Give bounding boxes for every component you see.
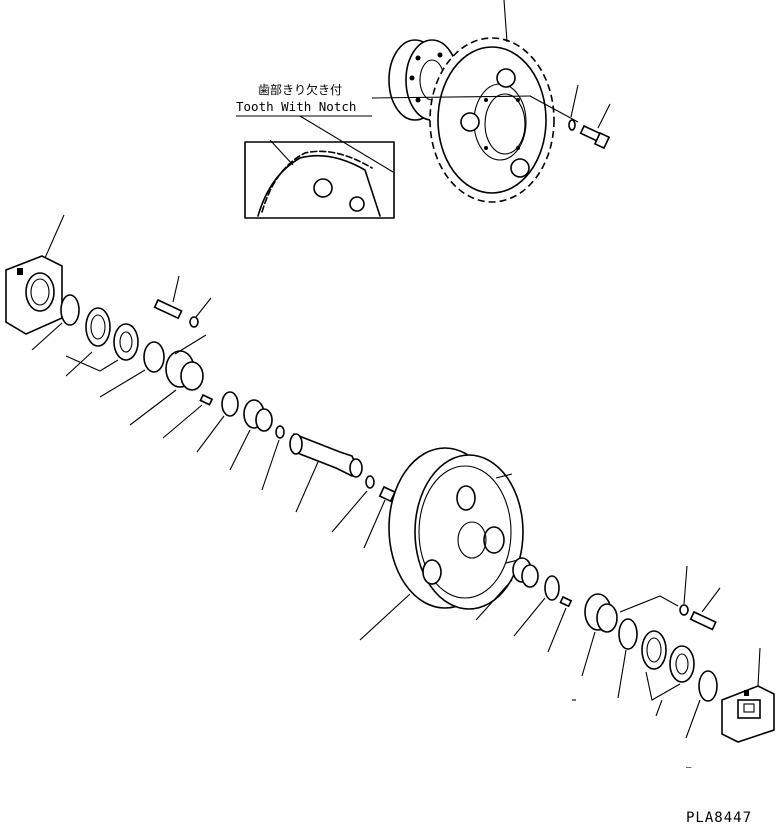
idler-shaft bbox=[289, 432, 363, 513]
sprocket-bolt bbox=[568, 84, 611, 150]
left-hub-collar bbox=[129, 350, 204, 426]
left-o-ring-1 bbox=[31, 294, 80, 351]
right-bearing bbox=[645, 645, 695, 717]
shaft-small-ring bbox=[331, 475, 375, 533]
left-small-ring bbox=[261, 425, 285, 491]
left-bushing bbox=[229, 399, 273, 471]
sprocket bbox=[429, 37, 555, 203]
sprocket-leader bbox=[503, 0, 508, 43]
notched-tooth-detail bbox=[257, 139, 381, 217]
left-bearing bbox=[65, 323, 139, 377]
left-pin bbox=[162, 393, 214, 439]
left-bracket-bolt bbox=[153, 275, 212, 355]
right-bracket bbox=[721, 647, 775, 743]
callout-label-en: Tooth With Notch bbox=[236, 99, 356, 114]
shaft-plug bbox=[363, 485, 396, 549]
right-seal bbox=[641, 630, 667, 670]
right-bushing bbox=[475, 557, 539, 621]
idler-wheel bbox=[359, 447, 524, 641]
callout-box bbox=[244, 141, 395, 219]
right-pin bbox=[547, 595, 573, 653]
right-bracket-bolt bbox=[619, 565, 721, 631]
tooth-notch-callout: 歯部きり欠き付 Tooth With Notch bbox=[236, 82, 532, 219]
left-bracket bbox=[5, 214, 65, 335]
left-o-ring-3 bbox=[196, 391, 239, 453]
right-o-ring-2 bbox=[617, 618, 638, 699]
left-o-ring-2 bbox=[99, 341, 165, 398]
sprocket-assembly bbox=[388, 0, 611, 203]
callout-label-jp: 歯部きり欠き付 bbox=[258, 82, 342, 97]
right-hub-collar bbox=[581, 593, 618, 677]
right-o-ring-3 bbox=[685, 670, 718, 739]
drawing-number: PLA8447 bbox=[686, 810, 752, 826]
stray-dash: — bbox=[686, 763, 692, 773]
left-seal bbox=[85, 307, 111, 347]
sprocket-bolt-axis bbox=[529, 95, 579, 123]
right-o-ring-1 bbox=[513, 575, 560, 637]
